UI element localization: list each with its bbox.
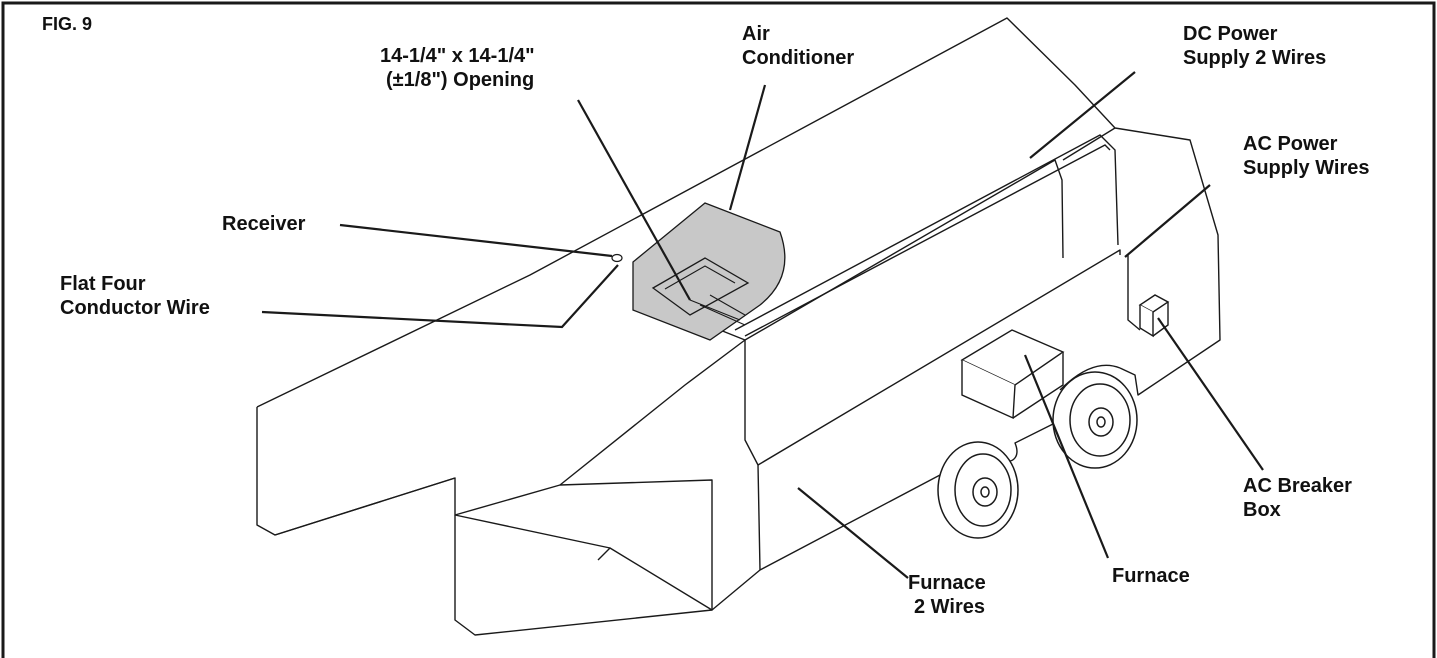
label-furnace-wires-line-1: Furnace [908, 572, 986, 594]
label-opening: 14-1/4" x 14-1/4" (±1/8") Opening [380, 44, 535, 92]
leader-dc-power [1029, 71, 1136, 159]
label-ac-breaker: AC Breaker Box [1243, 474, 1352, 522]
label-air-conditioner-line-2: Conditioner [742, 47, 855, 69]
label-dc-power: DC Power Supply 2 Wires [1183, 22, 1326, 70]
front-wheel [937, 441, 1019, 539]
rear-wheel [1052, 371, 1138, 469]
label-ac-breaker-line-1: AC Breaker [1243, 475, 1352, 497]
ceiling-opening [651, 257, 750, 316]
label-flat-wire: Flat Four Conductor Wire [60, 272, 210, 320]
leader-receiver [339, 223, 613, 258]
label-opening-line-1: 14-1/4" x 14-1/4" [380, 45, 535, 67]
dc-wire-run [734, 134, 1119, 337]
label-opening-line-2: (±1/8") Opening [386, 69, 535, 91]
leader-flat-wire [261, 264, 619, 329]
leader-furnace [1023, 354, 1110, 559]
label-ac-power-line-1: AC Power [1243, 133, 1338, 155]
label-furnace-wires: Furnace 2 Wires [908, 571, 986, 619]
label-air-conditioner: Air Conditioner [742, 22, 854, 70]
label-dc-power-line-1: DC Power [1183, 23, 1278, 45]
label-ac-power-line-2: Supply Wires [1243, 157, 1370, 179]
label-flat-wire-line-1: Flat Four [60, 273, 146, 295]
ac-breaker-box [1138, 294, 1170, 338]
label-air-conditioner-line-1: Air [742, 23, 770, 45]
label-dc-power-line-2: Supply 2 Wires [1183, 47, 1327, 69]
air-conditioner-unit [632, 202, 786, 341]
label-ac-power: AC Power Supply Wires [1243, 132, 1370, 180]
leader-ac-breaker [1157, 317, 1264, 471]
leader-lines [261, 71, 1264, 579]
leader-ac-power [1124, 184, 1211, 258]
leader-air-conditioner [728, 84, 767, 211]
label-furnace: Furnace [1112, 565, 1190, 587]
furnace-box [960, 329, 1065, 420]
leader-furnace-wires [797, 487, 909, 579]
label-receiver: Receiver [222, 213, 306, 235]
label-ac-breaker-line-2: Box [1243, 499, 1281, 521]
receiver-part [611, 253, 623, 263]
leader-opening [577, 99, 691, 301]
figure-number: FIG. 9 [42, 14, 93, 34]
label-flat-wire-line-2: Conductor Wire [60, 297, 210, 319]
label-furnace-wires-line-2: 2 Wires [914, 596, 985, 618]
trailer-body [256, 17, 1221, 636]
